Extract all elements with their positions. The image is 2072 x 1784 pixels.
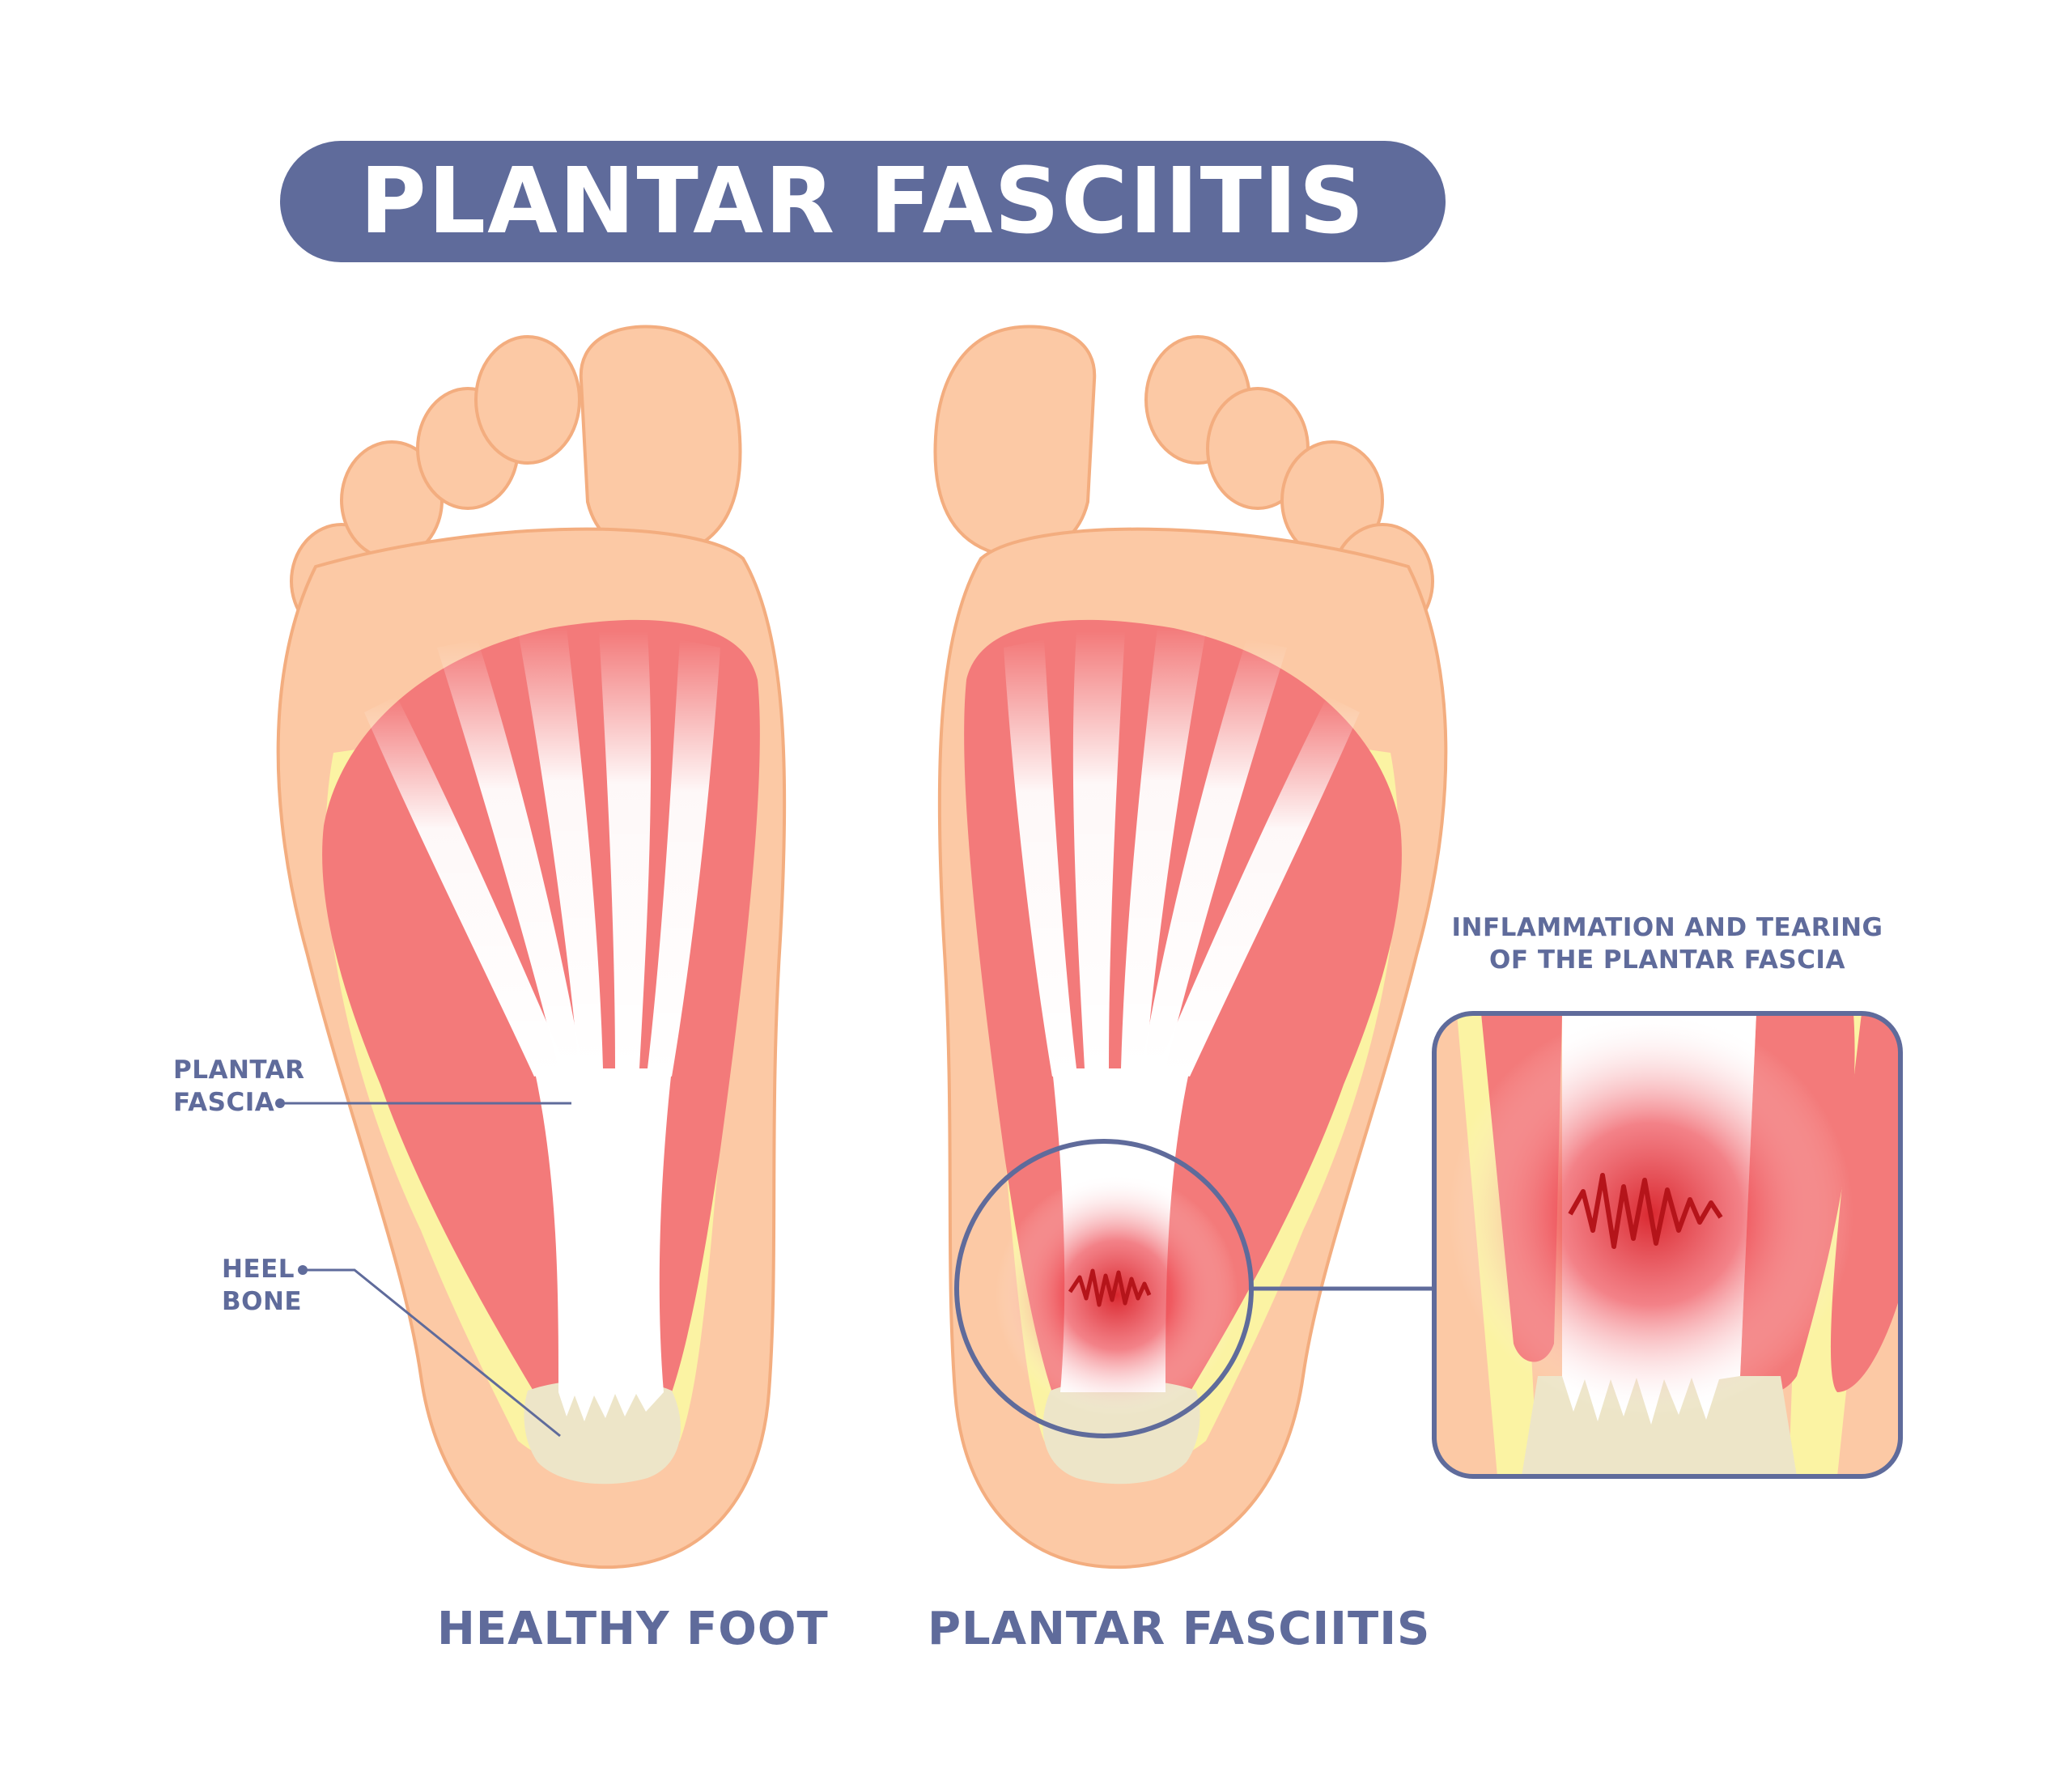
page-title: PLANTAR FASCIITIS <box>359 149 1366 254</box>
callout-lines <box>275 1098 571 1438</box>
heel-bone-label-line2: BONE <box>222 1287 303 1316</box>
affected-foot <box>933 325 1448 1569</box>
affected-fascia-bands <box>1004 627 1360 1077</box>
healthy-foot <box>276 325 787 1569</box>
tear-mark <box>1068 1268 1152 1307</box>
toe-big <box>579 325 742 559</box>
zoom-inset <box>1432 1011 1903 1479</box>
healthy-fascia-bands <box>364 627 720 1077</box>
inflammation-label-line2: OF THE PLANTAR FASCIA <box>1489 945 1845 975</box>
plantar-fascia-label-line1: PLANTAR <box>173 1056 305 1085</box>
zoom-frame <box>1432 1011 1903 1479</box>
inflammation-glow <box>996 1174 1238 1417</box>
heel-bone-label-line1: HEEL <box>222 1255 295 1284</box>
heel-bone-pointer <box>303 1268 561 1438</box>
heel-bone-label: HEEL BONE <box>222 1253 302 1318</box>
inflammation-label: INFLAMMATION AND TEARING OF THE PLANTAR … <box>1424 911 1910 976</box>
zoom-tear-mark <box>1568 1173 1723 1249</box>
caption-healthy-foot: HEALTHY FOOT <box>437 1603 829 1655</box>
plantar-fascia-label-line2: FASCIA <box>173 1088 275 1117</box>
title-banner <box>280 141 1446 262</box>
healthy-fascia <box>534 1068 672 1392</box>
toe-second <box>474 335 581 465</box>
caption-plantar-fasciitis: PLANTAR FASCIITIS <box>928 1603 1431 1655</box>
healthy-fascia-fringe <box>558 1392 664 1421</box>
plantar-fascia-label: PLANTAR FASCIA <box>173 1054 305 1119</box>
toe-big <box>933 325 1097 559</box>
inflammation-label-line1: INFLAMMATION AND TEARING <box>1451 913 1883 942</box>
